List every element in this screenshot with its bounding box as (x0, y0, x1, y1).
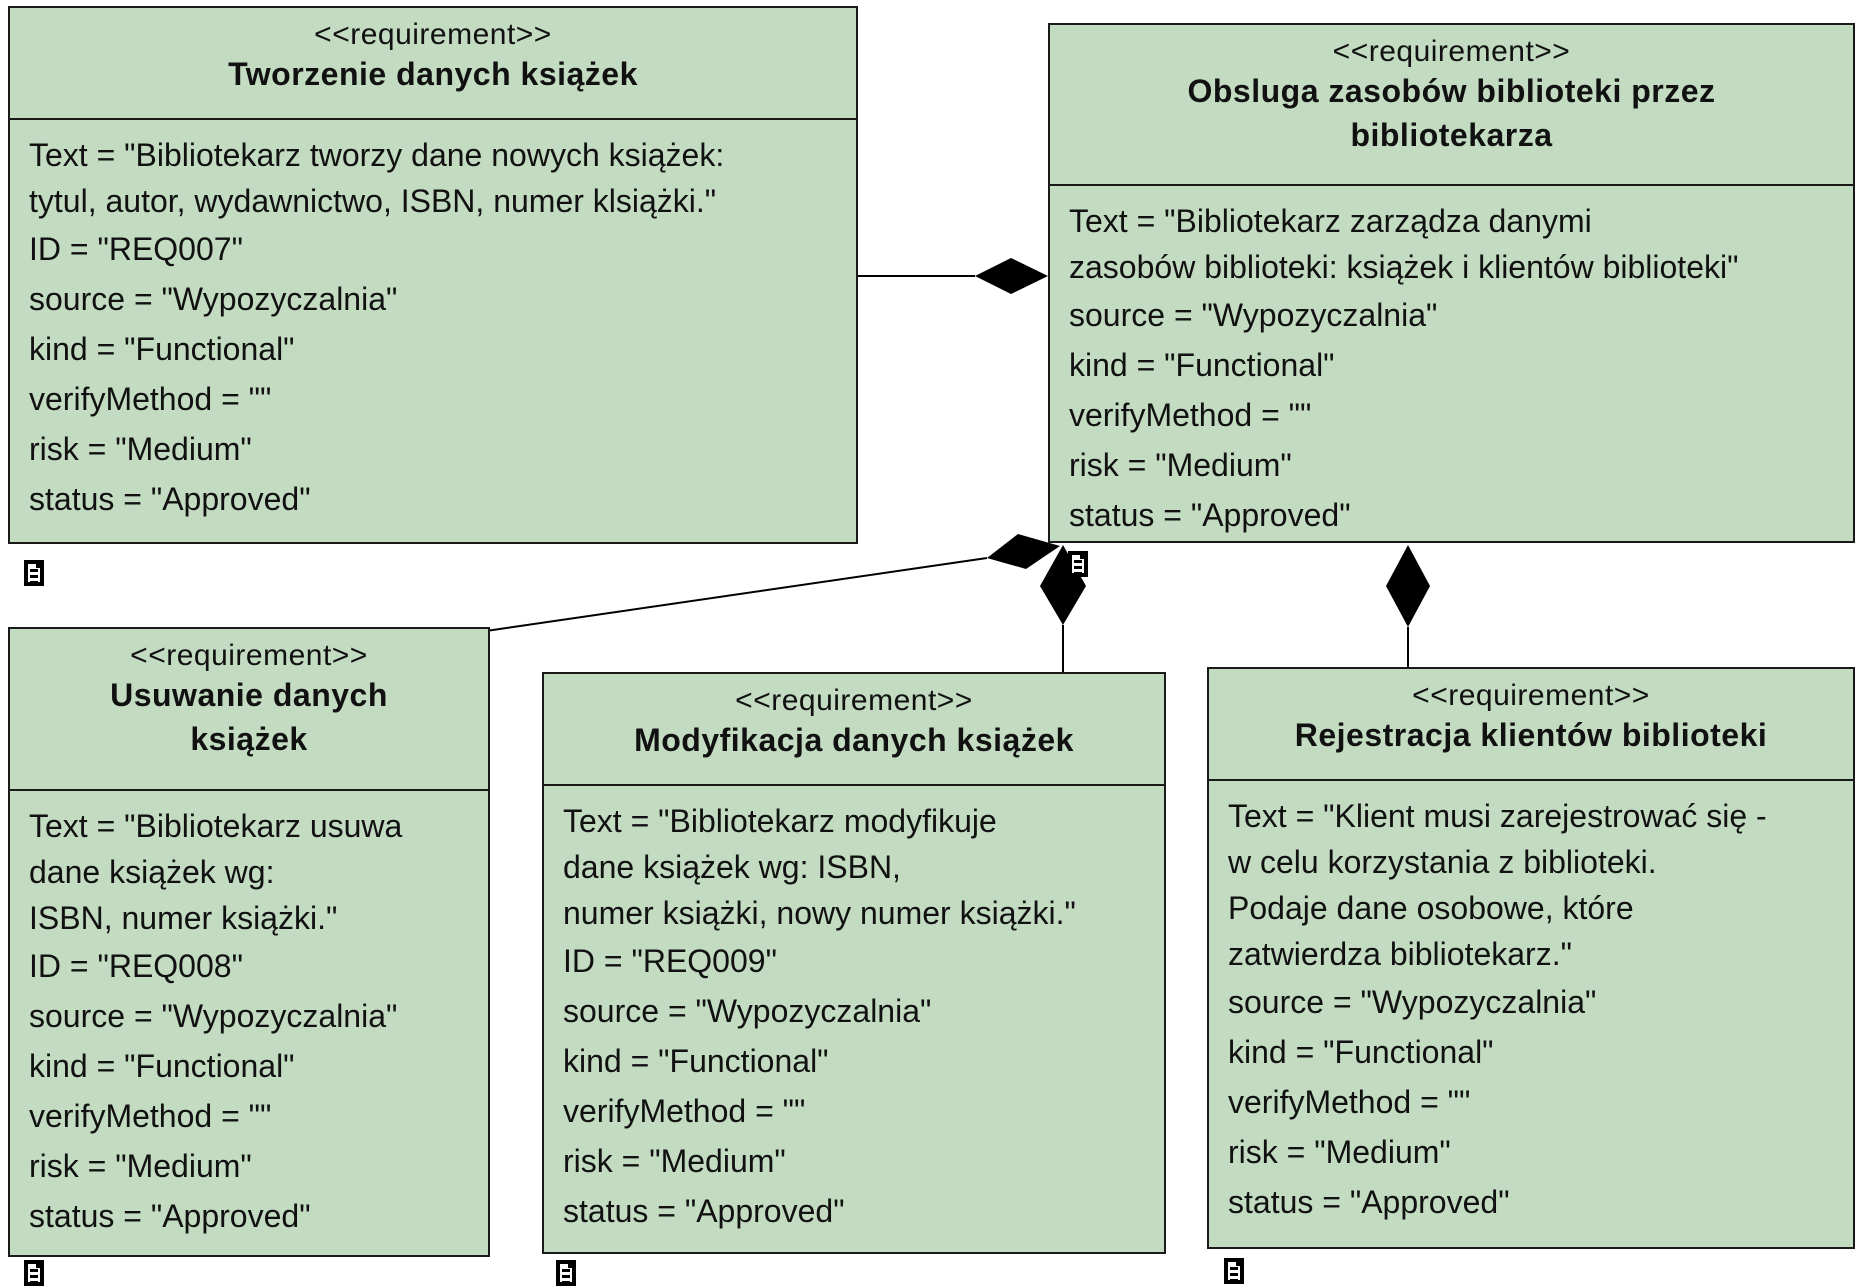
composition-usuwanie[interactable] (485, 534, 1060, 632)
attribute-status: status = "Approved" (29, 1198, 311, 1234)
block-header: <<requirement>> Usuwanie danych książek (10, 629, 488, 791)
attribute-status: status = "Approved" (1069, 497, 1351, 533)
text-attribute: Text = "Bibliotekarz modyfikuje dane ksi… (563, 803, 1076, 931)
document-icon (1224, 1258, 1244, 1284)
requirement-tworzenie-danych[interactable]: <<requirement>> Tworzenie danych książek… (8, 6, 858, 544)
attribute-verify-method: verifyMethod = "" (1069, 397, 1312, 433)
stereotype-label: <<requirement>> (1332, 35, 1571, 68)
document-icon (24, 1260, 44, 1286)
attribute-source: source = "Wypozyczalnia" (563, 993, 932, 1029)
block-header: <<requirement>> Rejestracja klientów bib… (1209, 669, 1853, 781)
block-header: <<requirement>> Modyfikacja danych książ… (544, 674, 1164, 786)
text-attribute: Text = "Bibliotekarz usuwa dane książek … (29, 808, 403, 936)
attribute-source: source = "Wypozyczalnia" (1069, 297, 1438, 333)
requirement-rejestracja-klientow[interactable]: <<requirement>> Rejestracja klientów bib… (1207, 667, 1855, 1249)
text-attribute: Text = "Bibliotekarz zarządza danymi zas… (1069, 203, 1739, 285)
attribute-id: ID = "REQ008" (29, 948, 243, 984)
attribute-verify-method: verifyMethod = "" (1228, 1084, 1471, 1120)
attribute-kind: kind = "Functional" (29, 1048, 295, 1084)
block-compartment: Text = "Klient musi zarejestrować się - … (1209, 781, 1853, 1227)
attribute-source: source = "Wypozyczalnia" (29, 281, 398, 317)
attribute-risk: risk = "Medium" (29, 1148, 252, 1184)
text-attribute: Text = "Bibliotekarz tworzy dane nowych … (29, 137, 725, 219)
block-header: <<requirement>> Tworzenie danych książek (10, 8, 856, 120)
block-title: Usuwanie danych książek (110, 677, 388, 757)
attribute-risk: risk = "Medium" (29, 431, 252, 467)
attribute-kind: kind = "Functional" (563, 1043, 829, 1079)
attribute-verify-method: verifyMethod = "" (29, 1098, 272, 1134)
block-title: Tworzenie danych książek (228, 56, 638, 92)
attribute-source: source = "Wypozyczalnia" (1228, 984, 1597, 1020)
composition-rejestracja[interactable] (1386, 545, 1430, 667)
attribute-id: ID = "REQ009" (563, 943, 777, 979)
requirement-obsluga-zasobow[interactable]: <<requirement>> Obsluga zasobów bibliote… (1048, 23, 1855, 543)
composition-modyfikacja[interactable] (1040, 545, 1086, 674)
attribute-source: source = "Wypozyczalnia" (29, 998, 398, 1034)
block-title: Rejestracja klientów biblioteki (1294, 717, 1768, 753)
attribute-kind: kind = "Functional" (1069, 347, 1335, 383)
attribute-status: status = "Approved" (1228, 1184, 1510, 1220)
block-compartment: Text = "Bibliotekarz zarządza danymi zas… (1050, 186, 1853, 540)
block-compartment: Text = "Bibliotekarz tworzy dane nowych … (10, 120, 856, 524)
text-attribute: Text = "Klient musi zarejestrować się - … (1228, 798, 1767, 972)
block-title: Obsluga zasobów biblioteki przez bibliot… (1187, 73, 1716, 153)
stereotype-label: <<requirement>> (1412, 679, 1650, 712)
stereotype-label: <<requirement>> (130, 639, 368, 672)
attribute-risk: risk = "Medium" (1069, 447, 1292, 483)
block-header: <<requirement>> Obsluga zasobów bibliote… (1050, 25, 1853, 186)
attribute-risk: risk = "Medium" (563, 1143, 786, 1179)
attribute-verify-method: verifyMethod = "" (563, 1093, 806, 1129)
attribute-risk: risk = "Medium" (1228, 1134, 1451, 1170)
attribute-status: status = "Approved" (29, 481, 311, 517)
attribute-kind: kind = "Functional" (29, 331, 295, 367)
document-icon (556, 1260, 576, 1286)
attribute-status: status = "Approved" (563, 1193, 845, 1229)
document-icon (1068, 551, 1088, 577)
block-title: Modyfikacja danych książek (634, 722, 1074, 758)
requirement-modyfikacja-danych[interactable]: <<requirement>> Modyfikacja danych książ… (542, 672, 1166, 1254)
composition-tworzenie[interactable] (858, 258, 1048, 294)
document-icon (24, 560, 44, 586)
stereotype-label: <<requirement>> (314, 18, 552, 51)
block-compartment: Text = "Bibliotekarz modyfikuje dane ksi… (544, 786, 1164, 1236)
attribute-id: ID = "REQ007" (29, 231, 243, 267)
block-compartment: Text = "Bibliotekarz usuwa dane książek … (10, 791, 488, 1241)
stereotype-label: <<requirement>> (735, 684, 973, 717)
attribute-verify-method: verifyMethod = "" (29, 381, 272, 417)
requirement-usuwanie-danych[interactable]: <<requirement>> Usuwanie danych książek … (8, 627, 490, 1257)
attribute-kind: kind = "Functional" (1228, 1034, 1494, 1070)
